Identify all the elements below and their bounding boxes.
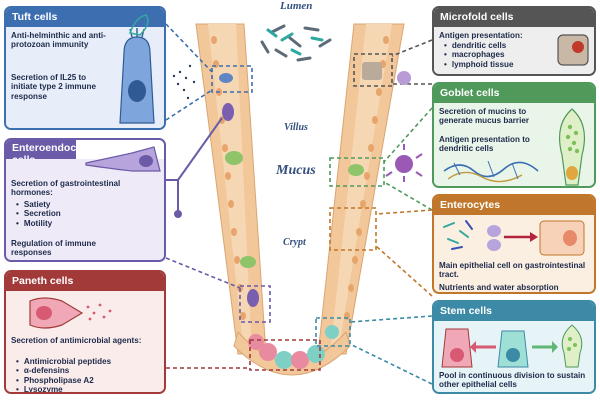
villus-label: Villus	[284, 122, 308, 133]
villus-left	[195, 23, 267, 355]
bacteria-icon	[260, 24, 332, 62]
paneth-cells-panel: Paneth cells Secretion of antimicrobial …	[4, 270, 166, 394]
enterocytes-title: Enterocytes	[434, 196, 594, 215]
protozoa-icon	[128, 14, 149, 36]
enteroendocrine-text-1: Secretion of gastrointestinal hormones:	[11, 179, 121, 198]
microfold-cells-title: Microfold cells	[434, 8, 594, 27]
microfold-cells-panel: Microfold cells Antigen presentation: de…	[432, 6, 596, 76]
list-item: Antimicrobial peptides	[16, 357, 111, 366]
list-item: Secretion	[16, 209, 61, 218]
list-item: Motility	[16, 219, 61, 228]
enteroendocrine-cell-icon	[85, 146, 161, 172]
mucus-label: Mucus	[276, 163, 316, 178]
enteroendocrine-bullets: Satiety Secretion Motility	[16, 200, 61, 228]
goblet-cells-title: Goblet cells	[434, 84, 594, 103]
tuft-cells-panel: Tuft cells Anti-helminthic and anti-prot…	[4, 6, 166, 130]
list-item: lymphoid tissue	[444, 60, 514, 69]
goblet-cells-text-2: Antigen presentation to dendritic cells	[439, 135, 530, 154]
list-item: α-defensins	[16, 366, 111, 375]
goblet-cells-text-1: Secretion of mucins to generate mucus ba…	[439, 107, 529, 126]
list-item: Phospholipase A2	[16, 376, 111, 385]
enteroendocrine-cells-panel: Enteroendocrine cells Secretion of gastr…	[4, 138, 166, 262]
paneth-cell-icon	[29, 297, 112, 329]
enterocytes-text-2: Nutrients and water absorption	[439, 283, 559, 292]
enterocyte-icon	[443, 220, 585, 256]
microfold-cells-text-1: Antigen presentation:	[439, 31, 523, 40]
tuft-cells-text-1: Anti-helminthic and anti-protozoan immun…	[11, 31, 106, 50]
paneth-bullets: Antimicrobial peptides α-defensins Phosp…	[16, 357, 111, 392]
crypt-label: Crypt	[283, 237, 306, 248]
list-item: Lysozyme	[16, 385, 111, 392]
tuft-cell-icon	[119, 28, 155, 124]
lumen-label: Lumen	[280, 0, 313, 12]
crypt-base	[233, 325, 351, 376]
stem-cells-title: Stem cells	[434, 302, 594, 321]
mucus-network-icon	[443, 160, 539, 183]
tuft-cells-title: Tuft cells	[6, 8, 164, 27]
paneth-cells-title: Paneth cells	[6, 272, 164, 291]
stem-cells-text-1: Pool in continuous division to sustain o…	[439, 371, 586, 390]
goblet-cell-icon	[559, 108, 585, 186]
microfold-cell-icon	[557, 34, 589, 66]
enterocytes-panel: Enterocytes Main epithelial cell on gast…	[432, 194, 596, 294]
list-item: Satiety	[16, 200, 61, 209]
microfold-bullets: dendritic cells macrophages lymphoid tis…	[444, 41, 514, 69]
enterocytes-text-1: Main epithelial cell on gastrointestinal…	[439, 261, 586, 280]
stem-cell-icon	[441, 324, 583, 368]
enteroendocrine-text-2: Regulation of immune responses	[11, 239, 96, 258]
dendritic-cell-icon	[385, 144, 423, 182]
goblet-cells-panel: Goblet cells Secretion of mucins to gene…	[432, 82, 596, 188]
list-item: macrophages	[444, 50, 513, 59]
tuft-cells-text-2: Secretion of IL25 to initiate type 2 imm…	[11, 73, 97, 101]
stem-cells-panel: Stem cells Pool in continuous division t…	[432, 300, 596, 394]
list-item: dendritic cells	[444, 41, 513, 50]
villus-right	[317, 23, 405, 355]
paneth-cells-text-1: Secretion of antimicrobial agents:	[11, 336, 142, 345]
